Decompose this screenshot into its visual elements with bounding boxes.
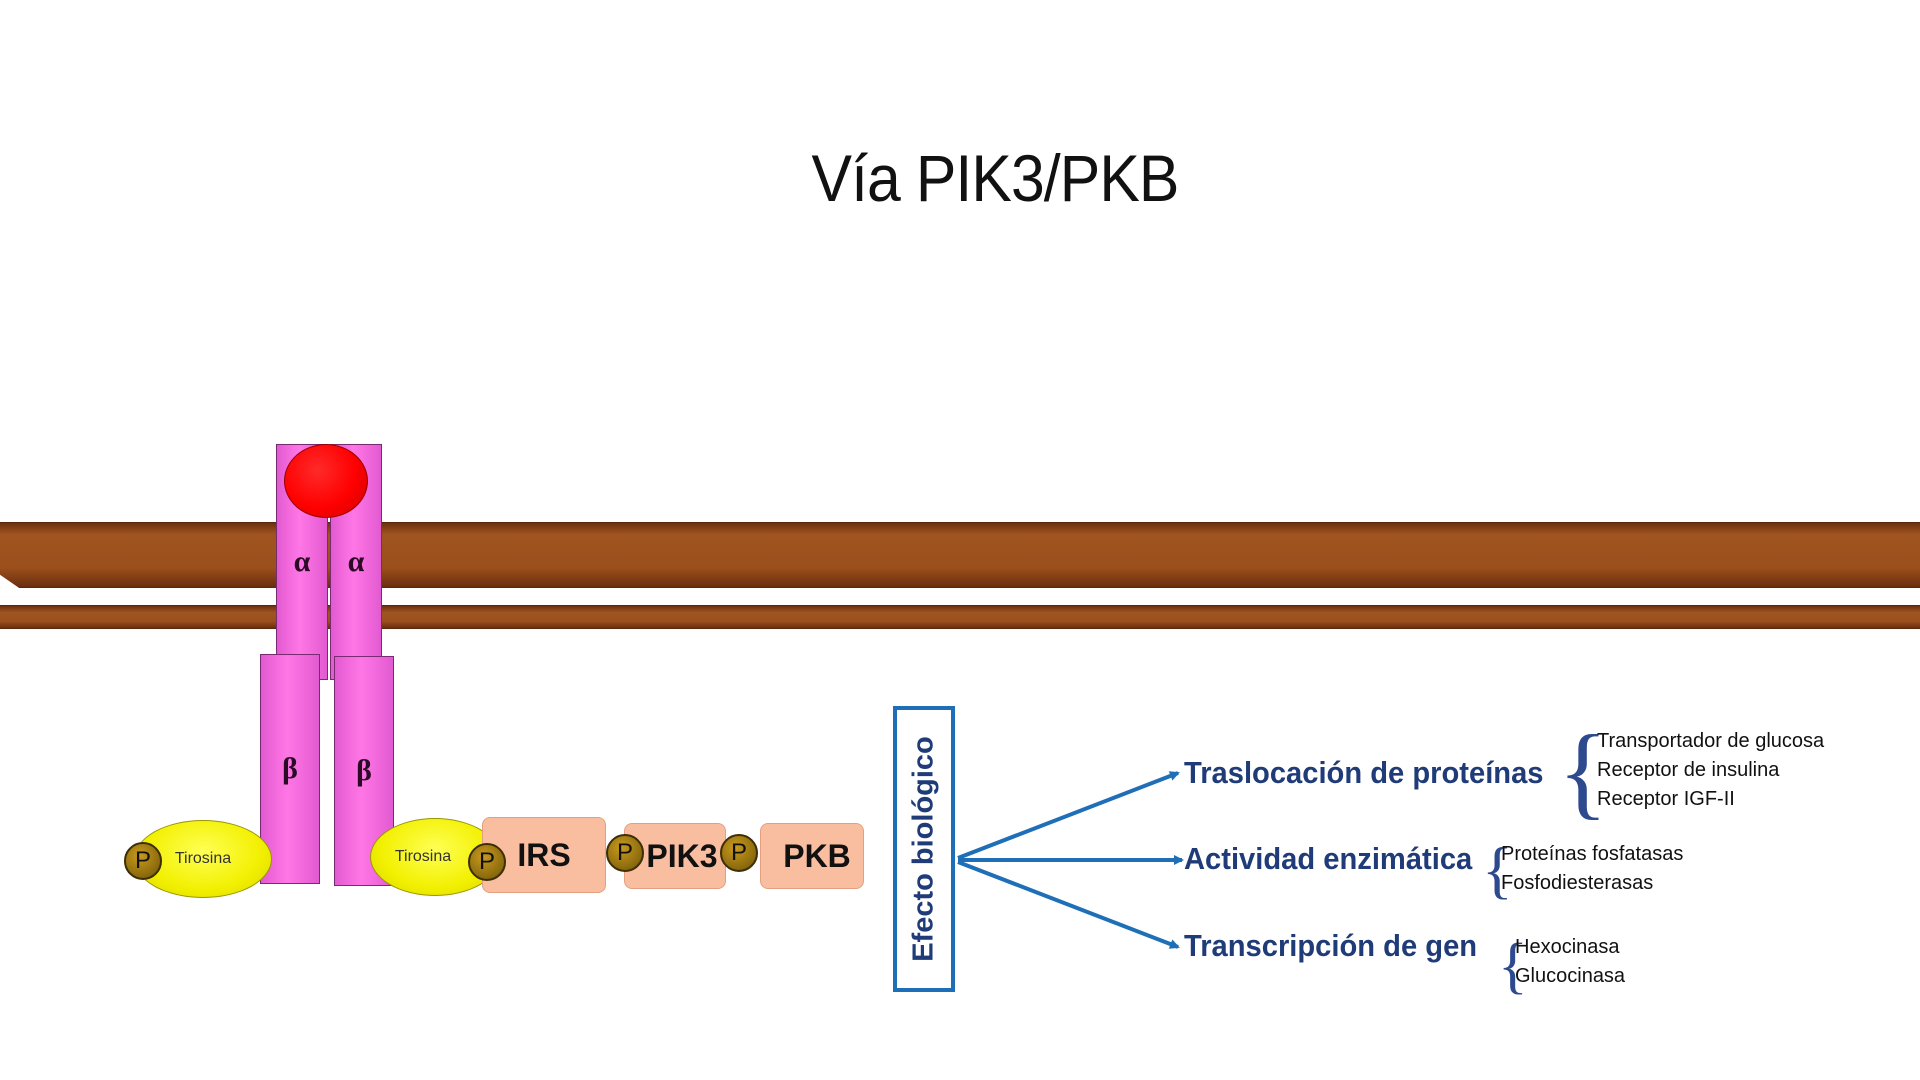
item-glucokinase: Glucocinasa xyxy=(1515,965,1626,987)
gene-transcription-items: Hexocinasa Glucocinasa xyxy=(1515,933,1625,991)
item-hexokinase: Hexocinasa xyxy=(1515,936,1620,958)
pkb-box: PKB xyxy=(760,823,864,889)
arrow-to-translocation xyxy=(957,771,1180,860)
phosphate-irs-pik3-label: P xyxy=(616,839,633,866)
phosphate-pik3-pkb-label: P xyxy=(730,839,747,866)
phosphate-pik3-pkb: P xyxy=(720,834,758,872)
brace-enzyme-activity: { xyxy=(1482,834,1513,905)
enzyme-activity-items: Proteínas fosfatasas Fosfodiesterasas xyxy=(1501,840,1683,898)
item-igf-ii-receptor: Receptor IGF-II xyxy=(1597,788,1735,810)
outcome-enzyme-activity: Actividad enzimática xyxy=(1184,841,1473,876)
phosphate-left-label: P xyxy=(134,847,151,874)
phosphate-right-label: P xyxy=(478,848,495,875)
tyrosine-right-label: Tirosina xyxy=(394,848,452,865)
slide-title: Vía PIK3/PKB xyxy=(811,141,1180,215)
biological-effect-box: Efecto biológico xyxy=(893,706,955,992)
tyrosine-left-label: Tirosina xyxy=(174,850,232,867)
outcome-translocation: Traslocación de proteínas xyxy=(1184,755,1544,790)
pkb-label: PKB xyxy=(783,837,851,874)
item-insulin-receptor: Receptor de insulina xyxy=(1597,759,1780,781)
brace-translocation: { xyxy=(1558,714,1608,829)
phosphate-left: P xyxy=(124,842,162,880)
beta-left-label: β xyxy=(282,752,298,785)
tyrosine-right: Tirosina xyxy=(370,818,500,896)
irs-label: IRS xyxy=(517,836,571,873)
item-phosphatases: Proteínas fosfatasas xyxy=(1501,843,1684,865)
outcome-gene-transcription: Transcripción de gen xyxy=(1184,928,1478,963)
alpha-right-label: α xyxy=(347,545,365,578)
arrow-to-transcription xyxy=(957,860,1180,949)
translocation-items: Transportador de glucosa Receptor de ins… xyxy=(1597,727,1824,814)
beta-right-label: β xyxy=(356,754,372,787)
brace-gene-transcription: { xyxy=(1498,932,1528,1000)
item-glucose-transporter: Transportador de glucosa xyxy=(1597,730,1825,752)
phosphate-irs-pik3: P xyxy=(606,834,644,872)
phosphate-right: P xyxy=(468,843,506,881)
item-phosphodiesterases: Fosfodiesterasas xyxy=(1501,872,1654,894)
pik3-label: PIK3 xyxy=(646,837,718,874)
alpha-left-label: α xyxy=(293,545,311,578)
beta-subunit-left: β xyxy=(260,654,320,884)
insulin-molecule xyxy=(284,444,368,518)
